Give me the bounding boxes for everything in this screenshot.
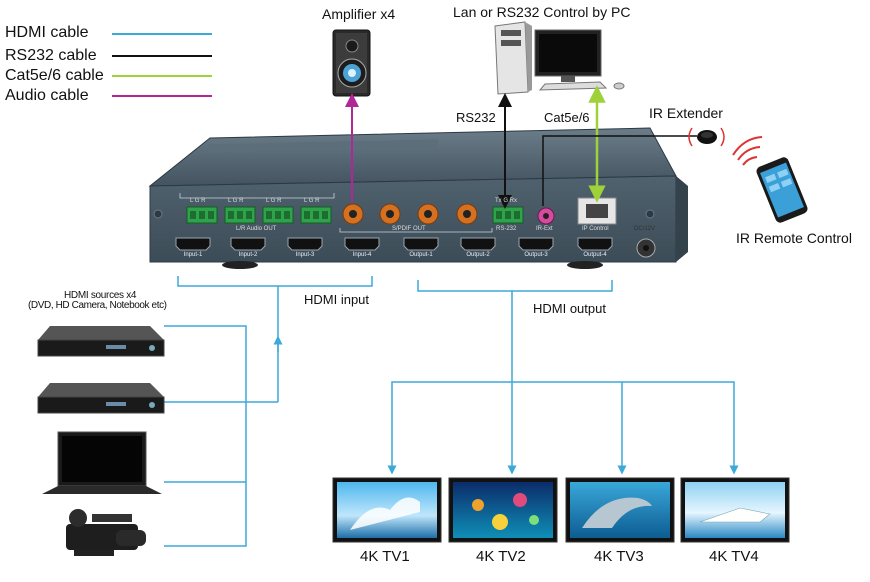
control-pc — [494, 21, 625, 95]
source-camera — [66, 509, 146, 556]
port-output-2-label: Output-2 — [466, 252, 490, 258]
port-input-2-label: Input-2 — [238, 252, 258, 258]
cat5e-label: Cat5e/6 — [544, 110, 590, 125]
audio-lgr-4: L G R — [304, 198, 320, 204]
amplifier-speaker — [332, 29, 371, 97]
tv-4 — [680, 477, 790, 543]
port-input-3-label: Input-3 — [295, 252, 315, 258]
control-label: Lan or RS232 Control by PC — [453, 4, 631, 20]
port-output-4-label: Output-4 — [583, 252, 607, 258]
legend-swatches — [112, 33, 212, 97]
hdmi-ports — [175, 237, 613, 251]
tv-1 — [332, 477, 442, 543]
matrix-switch-device — [148, 127, 688, 269]
hdmi-output-wiring — [387, 280, 739, 475]
ir-remote-phone — [732, 136, 808, 223]
audio-lgr-2: L G R — [228, 198, 244, 204]
tv-1-label: 4K TV1 — [360, 548, 410, 565]
audio-lgr-3: L G R — [266, 198, 282, 204]
port-output-3-label: Output-3 — [524, 252, 548, 258]
legend-audio-label: Audio cable — [5, 87, 89, 104]
tv-3-label: 4K TV3 — [594, 548, 644, 565]
hdmi-input-wiring — [164, 276, 373, 547]
hdmi-input-label: HDMI input — [304, 292, 370, 307]
amplifier-label: Amplifier x4 — [322, 6, 396, 22]
hdmi-output-label: HDMI output — [533, 301, 606, 316]
audio-out-label: L/R Audio OUT — [236, 226, 277, 232]
dc-port-label: DC/12V — [634, 226, 656, 232]
source-notebook — [42, 431, 162, 494]
ir-extender-label: IR Extender — [649, 105, 723, 121]
legend-hdmi-label: HDMI cable — [5, 24, 89, 41]
legend-rs232-label: RS232 cable — [5, 47, 97, 64]
port-output-1-label: Output-1 — [409, 252, 433, 258]
sources-title: HDMI sources x4 — [64, 290, 137, 301]
spdif-jacks — [342, 203, 478, 225]
rs232-port-label: RS-232 — [496, 226, 517, 232]
tv-4-label: 4K TV4 — [709, 548, 759, 565]
audio-lgr-1: L G R — [190, 198, 206, 204]
tv-2 — [448, 477, 558, 543]
ir-ext-port-label: IR-Ext — [536, 226, 553, 232]
ip-control-port-label: IP Control — [582, 226, 609, 232]
ir-extender-device — [688, 127, 725, 147]
ir-extender-cable — [542, 135, 697, 206]
rs232-pins-label: Tx G Rx — [495, 198, 517, 204]
port-input-4-label: Input-4 — [352, 252, 372, 258]
rs232-label: RS232 — [456, 110, 496, 125]
source-dvd-1 — [37, 326, 165, 357]
ir-remote-label: IR Remote Control — [736, 230, 852, 246]
spdif-out-label: S/PDIF OUT — [392, 226, 426, 232]
sources-subtitle: (DVD, HD Camera, Notebook etc) — [28, 300, 167, 311]
port-input-1-label: Input-1 — [183, 252, 203, 258]
tv-3 — [565, 477, 675, 543]
tv-2-label: 4K TV2 — [476, 548, 526, 565]
legend-cat-label: Cat5e/6 cable — [5, 67, 104, 84]
source-dvd-2 — [37, 383, 165, 414]
